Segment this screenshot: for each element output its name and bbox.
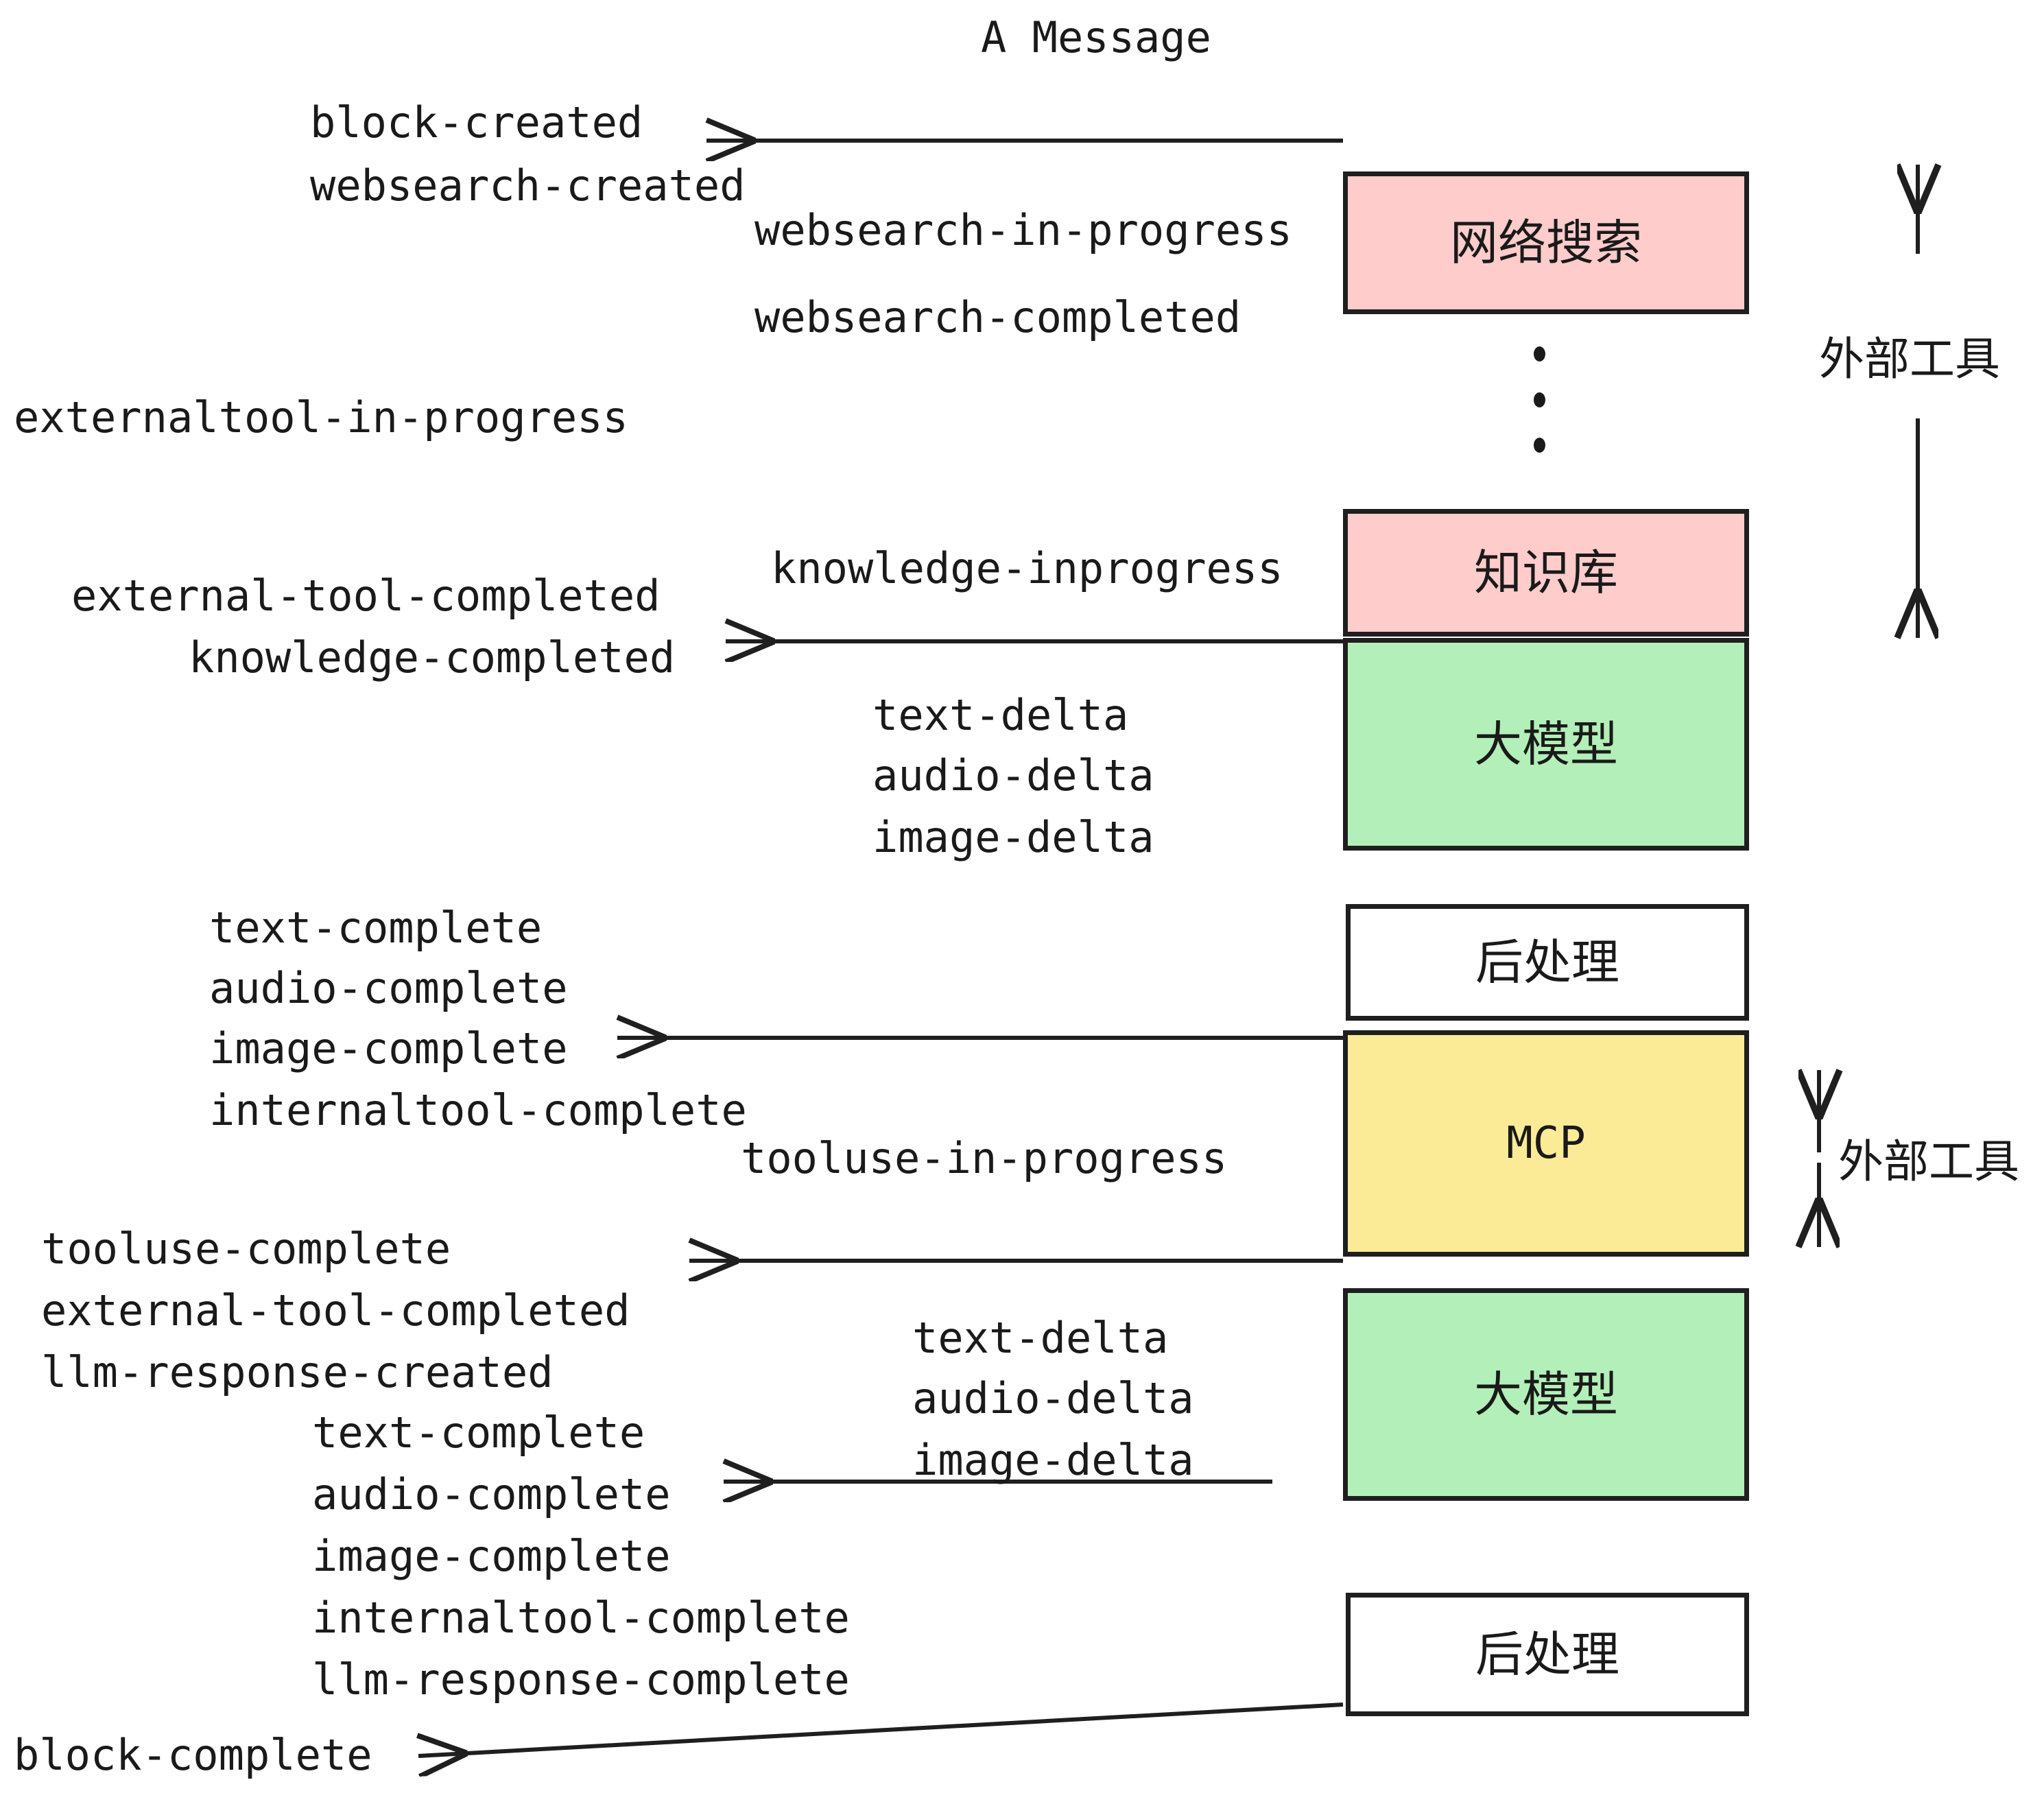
event-websearch-in-progress: websearch-in-progress bbox=[754, 205, 1292, 255]
event-websearch-completed: websearch-completed bbox=[754, 292, 1241, 342]
box-knowledge[interactable]: 知识库 bbox=[1343, 509, 1749, 637]
event-internaltool-complete-2: internaltool-complete bbox=[312, 1593, 850, 1643]
box-websearch[interactable]: 网络搜索 bbox=[1343, 171, 1749, 314]
event-tooluse-in-progress: tooluse-in-progress bbox=[741, 1133, 1228, 1183]
event-text-delta-1: text-delta bbox=[872, 690, 1129, 740]
box-postprocess-1-label: 后处理 bbox=[1475, 934, 1619, 990]
box-llm-2[interactable]: 大模型 bbox=[1343, 1288, 1749, 1501]
event-llm-response-created: llm-response-created bbox=[41, 1347, 554, 1397]
event-text-delta-2: text-delta bbox=[912, 1313, 1169, 1363]
event-websearch-created: websearch-created bbox=[310, 161, 746, 211]
box-llm-1[interactable]: 大模型 bbox=[1343, 638, 1749, 851]
box-websearch-label: 网络搜索 bbox=[1450, 215, 1642, 271]
event-external-tool-completed-2: external-tool-completed bbox=[41, 1285, 630, 1336]
event-externaltool-in-progress: externaltool-in-progress bbox=[14, 392, 628, 442]
arrow-postprocess2-to-block-complete bbox=[418, 1702, 1344, 1756]
box-llm-2-label: 大模型 bbox=[1474, 1366, 1618, 1423]
event-text-complete-1: text-complete bbox=[209, 903, 543, 953]
event-text-complete-2: text-complete bbox=[312, 1408, 645, 1458]
event-audio-complete-1: audio-complete bbox=[209, 963, 568, 1013]
external-tool-label-upper: 外部工具 bbox=[1819, 333, 2000, 385]
event-audio-delta-2: audio-delta bbox=[912, 1373, 1194, 1423]
event-image-delta-1: image-delta bbox=[872, 812, 1154, 862]
box-postprocess-1[interactable]: 后处理 bbox=[1346, 904, 1749, 1021]
event-block-created: block-created bbox=[310, 97, 643, 147]
event-tooluse-complete: tooluse-complete bbox=[41, 1224, 451, 1274]
box-postprocess-2-label: 后处理 bbox=[1475, 1626, 1619, 1683]
event-image-delta-2: image-delta bbox=[912, 1435, 1194, 1485]
event-block-complete: block-complete bbox=[14, 1730, 372, 1780]
event-internaltool-complete-1: internaltool-complete bbox=[209, 1085, 747, 1135]
event-image-complete-2: image-complete bbox=[312, 1531, 671, 1581]
box-mcp[interactable]: MCP bbox=[1343, 1030, 1749, 1257]
box-mcp-label: MCP bbox=[1506, 1118, 1586, 1169]
event-audio-delta-1: audio-delta bbox=[872, 750, 1154, 800]
box-knowledge-label: 知识库 bbox=[1474, 545, 1618, 601]
event-llm-response-complete: llm-response-complete bbox=[312, 1654, 850, 1705]
event-image-complete-1: image-complete bbox=[209, 1023, 568, 1073]
page-title: A Message bbox=[981, 12, 1211, 62]
box-llm-1-label: 大模型 bbox=[1474, 716, 1618, 772]
external-tool-label-lower: 外部工具 bbox=[1838, 1135, 2019, 1188]
event-audio-complete-2: audio-complete bbox=[312, 1469, 671, 1519]
ellipsis-dots bbox=[1532, 346, 1546, 453]
box-postprocess-2[interactable]: 后处理 bbox=[1346, 1593, 1749, 1716]
event-external-tool-completed-1: external-tool-completed bbox=[71, 571, 661, 621]
event-knowledge-inprogress: knowledge-inprogress bbox=[771, 543, 1283, 593]
event-knowledge-completed: knowledge-completed bbox=[189, 632, 676, 683]
